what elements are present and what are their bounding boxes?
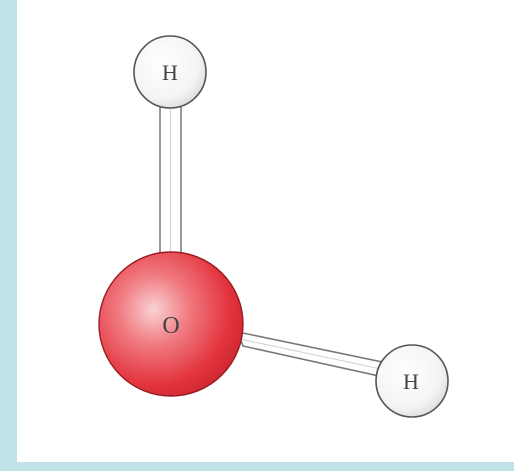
hydrogen-right-label: H bbox=[403, 369, 419, 394]
hydrogen-atom-top: H bbox=[133, 35, 207, 109]
hydrogen-top-label: H bbox=[162, 60, 178, 85]
oxygen-label: O bbox=[162, 313, 179, 339]
bond-o-h-right bbox=[236, 330, 393, 379]
bond-o-h-top bbox=[159, 99, 182, 261]
bottom-border-strip bbox=[0, 462, 514, 471]
hydrogen-atom-right: H bbox=[375, 344, 449, 418]
oxygen-atom: O bbox=[98, 251, 244, 397]
